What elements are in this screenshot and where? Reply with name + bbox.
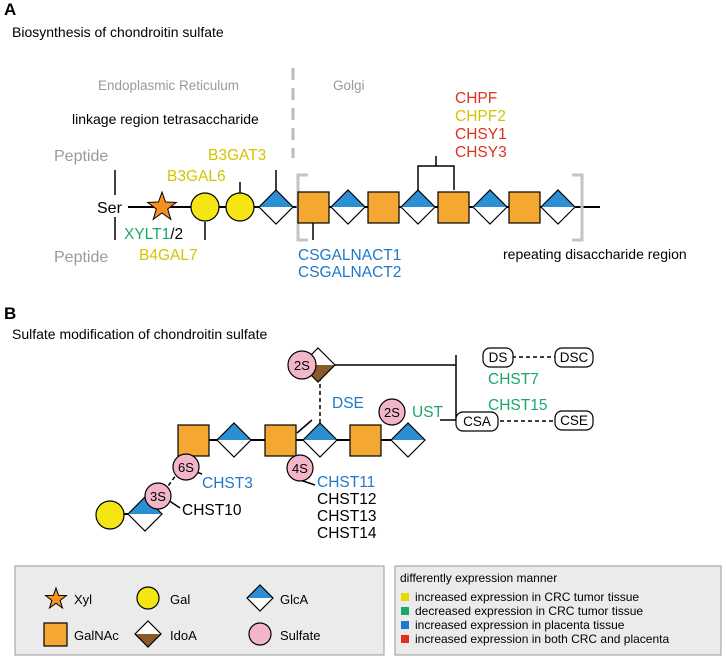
dsc-box (554, 347, 594, 368)
repeating-label: repeating disaccharide region (503, 246, 687, 262)
s2-mid-label: 2S (384, 405, 400, 420)
legend-xyl-icon (44, 586, 68, 610)
glca-diamond-icon (302, 422, 338, 458)
ds-box (482, 347, 514, 368)
er-label: Endoplasmic Reticulum (98, 78, 239, 93)
peptide-top-label: Peptide (54, 148, 108, 165)
sulfate-circle-icon (378, 398, 406, 426)
legend-expr-item: decreased expression in CRC tumor tissue (415, 604, 643, 618)
glca-diamond-icon (472, 189, 508, 225)
gal-circle-icon (225, 192, 255, 222)
chsy1-label: CHSY1 (455, 126, 507, 143)
legend-green-swatch (401, 607, 409, 615)
golgi-label: Golgi (333, 78, 365, 93)
s2-top-label: 2S (294, 358, 310, 373)
legend-galnac-label: GalNAc (74, 628, 119, 643)
panel-a-letter: A (4, 0, 16, 19)
ser-label: Ser (97, 200, 123, 217)
legend-xyl-label: Xyl (74, 592, 92, 607)
expression-legend-box (394, 565, 722, 656)
legend-expr-item: increased expression in both CRC and pla… (415, 632, 669, 646)
galnac-square-icon (508, 191, 541, 224)
chst13-label: CHST13 (317, 508, 376, 525)
gal-circle-icon (190, 192, 220, 222)
dsc-label: DSC (560, 350, 589, 365)
chsy3-label: CHSY3 (455, 144, 507, 161)
galnac-square-icon (367, 191, 400, 224)
ust-label: UST (412, 404, 444, 421)
legend-gal-icon (136, 586, 160, 610)
chst7-label: CHST7 (488, 371, 539, 388)
chst12-label: CHST12 (317, 491, 376, 508)
b4gal7-label: B4GAL7 (139, 247, 198, 264)
chpf2-label: CHPF2 (455, 108, 506, 125)
linkage-label: linkage region tetrasaccharide (72, 111, 259, 127)
galnac-square-icon (349, 424, 382, 457)
xylt-label: XYLT1/2 (124, 226, 183, 243)
chpf-label: CHPF (455, 90, 497, 107)
panel-a-title: Biosynthesis of chondroitin sulfate (12, 24, 224, 40)
glca-diamond-icon (400, 189, 436, 225)
symbol-legend-box (14, 565, 385, 656)
chst10-label: CHST10 (182, 502, 242, 519)
chst15-label: CHST15 (488, 397, 547, 414)
sulfate-circle-icon (287, 350, 317, 380)
panel-b-title: Sulfate modification of chondroitin sulf… (12, 326, 267, 342)
legend-sulfate-label: Sulfate (280, 628, 320, 643)
sulfate-circle-icon (172, 453, 200, 481)
legend-gal-label: Gal (170, 592, 190, 607)
cse-label: CSE (560, 413, 588, 428)
b3gal6-label: B3GAL6 (167, 168, 226, 185)
dse-label: DSE (332, 395, 364, 412)
expression-legend-title: differently expression manner (400, 571, 557, 585)
legend-expr-item: increased expression in placenta tissue (415, 618, 625, 632)
peptide-bottom-label: Peptide (54, 249, 108, 266)
chst11-label: CHST11 (317, 474, 375, 491)
gal-circle-icon (95, 500, 125, 530)
s6-label: 6S (178, 460, 194, 475)
glca-diamond-icon (216, 422, 252, 458)
galnac-square-icon (437, 191, 470, 224)
chst3-label: CHST3 (202, 475, 253, 492)
legend-glca-icon (246, 584, 274, 612)
cse-box (554, 410, 594, 431)
legend-yellow-swatch (401, 593, 409, 601)
legend-sulfate-icon (248, 622, 272, 646)
s4-label: 4S (292, 461, 308, 476)
panel-b-letter: B (4, 304, 16, 323)
bracket-right (572, 173, 584, 242)
legend-galnac-icon (43, 622, 68, 647)
galnac-square-icon (177, 424, 210, 457)
glca-diamond-icon (390, 422, 426, 458)
s3-label: 3S (150, 489, 166, 504)
xyl-star-icon (146, 190, 178, 221)
b3gat3-label: B3GAT3 (208, 147, 266, 164)
glca-diamond-icon (330, 189, 366, 225)
ds-label: DS (489, 350, 508, 365)
sulfate-circle-icon (286, 454, 314, 482)
legend-idoa-icon (134, 620, 162, 648)
csa-label: CSA (463, 414, 491, 429)
sulfate-circle-icon (144, 482, 172, 510)
csgalnact1-label: CSGALNACT1 (298, 247, 401, 264)
legend-blue-swatch (401, 621, 409, 629)
xylt1-label: XYLT1 (124, 226, 170, 243)
legend-expr-item: increased expression in CRC tumor tissue (415, 590, 639, 604)
galnac-square-icon (264, 424, 297, 457)
glca-diamond-icon (540, 189, 576, 225)
glca-diamond-icon (258, 189, 294, 225)
csa-box (455, 411, 499, 432)
s2-mid-link (296, 419, 313, 434)
legend-idoa-label: IdoA (170, 628, 197, 643)
galnac-square-icon (297, 191, 330, 224)
chsy-connector (417, 165, 455, 194)
legend-red-swatch (401, 635, 409, 643)
chst14-label: CHST14 (317, 525, 377, 542)
csgalnact2-label: CSGALNACT2 (298, 264, 401, 281)
xylt-suffix-label: /2 (170, 226, 183, 243)
legend-glca-label: GlcA (280, 592, 309, 607)
